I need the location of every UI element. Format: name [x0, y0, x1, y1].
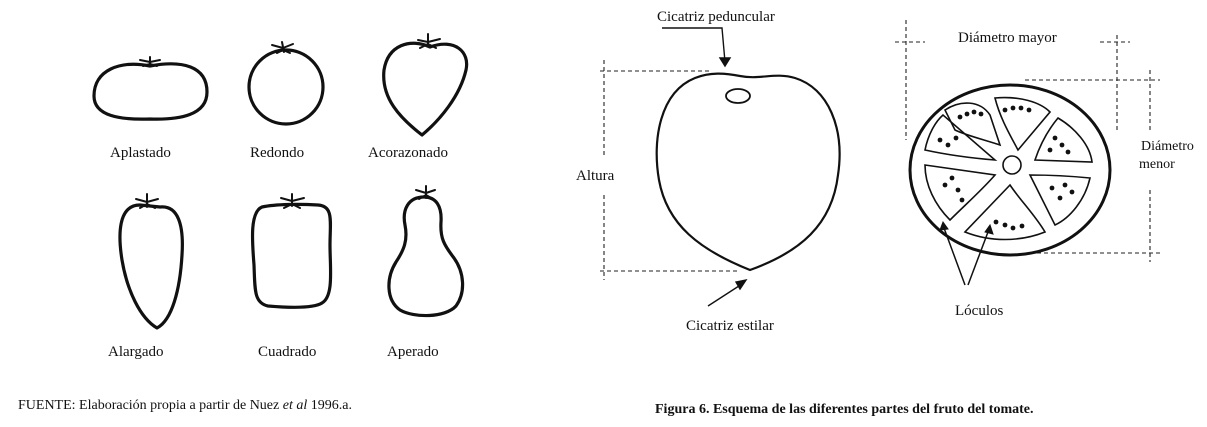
loculos-arrow-1	[943, 227, 966, 286]
shape-label-aperado: Aperado	[387, 344, 439, 360]
source-italic: et al	[282, 398, 308, 413]
label-cicatriz-peduncular: Cicatriz peduncular	[657, 9, 775, 25]
locule-7	[924, 113, 998, 161]
source-prefix: FUENTE: Elaboración propia a partir de N…	[18, 398, 283, 413]
figure-caption: Figura 6. Esquema de las diferentes part…	[655, 402, 1034, 417]
redondo-fruit-icon	[247, 48, 325, 126]
label-loculos: Lóculos	[955, 303, 1004, 319]
source-suffix: 1996.a.	[307, 398, 352, 413]
tomato-outline	[655, 72, 841, 272]
cross-section-outline	[908, 83, 1112, 257]
label-altura: Altura	[576, 168, 615, 184]
cuadrado-fruit-icon	[250, 202, 333, 309]
redondo-stem-icon	[271, 41, 294, 54]
cuadrado-stem-icon	[280, 193, 305, 209]
placenta-center	[1002, 155, 1022, 175]
shape-label-aplastado: Aplastado	[110, 145, 171, 161]
shape-label-acorazonado: Acorazonado	[368, 145, 448, 161]
loculos-arrow-2	[967, 231, 989, 286]
locule-4	[1028, 174, 1091, 227]
aplastado-stem-icon	[139, 56, 161, 67]
cicatriz-peduncular-arrowhead	[718, 57, 732, 68]
aperado-stem-icon	[415, 185, 436, 200]
cicatriz-estilar-arrowhead	[734, 278, 748, 291]
aperado-fruit-icon	[387, 195, 465, 318]
label-cicatriz-estilar: Cicatriz estilar	[686, 318, 774, 334]
aplastado-fruit-icon	[92, 62, 209, 121]
shape-label-alargado: Alargado	[108, 344, 164, 360]
seeds-group	[937, 105, 1075, 231]
acorazonado-stem-icon	[417, 33, 441, 49]
cicatriz-estilar-arrow	[707, 283, 743, 307]
locule-5	[963, 183, 1047, 241]
alargado-stem-icon	[135, 193, 159, 209]
label-diametro-mayor: Diámetro mayor	[958, 30, 1057, 46]
peduncle-scar-icon	[725, 88, 751, 104]
loculos-arrowhead-2	[984, 223, 994, 235]
label-diametro-menor-2: menor	[1139, 157, 1175, 172]
acorazonado-fruit-icon	[382, 41, 469, 137]
alargado-fruit-icon	[118, 203, 184, 330]
source-note: FUENTE: Elaboración propia a partir de N…	[18, 398, 352, 414]
label-diametro-menor-1: Diámetro	[1141, 139, 1194, 154]
locule-2	[993, 96, 1052, 152]
locule-3	[1033, 116, 1093, 163]
locule-6	[924, 164, 997, 222]
shape-label-cuadrado: Cuadrado	[258, 344, 317, 360]
locule-1	[943, 102, 1002, 147]
shape-label-redondo: Redondo	[250, 145, 305, 161]
loculos-arrowhead-1	[939, 220, 949, 231]
cicatriz-peduncular-arrow	[662, 27, 726, 63]
